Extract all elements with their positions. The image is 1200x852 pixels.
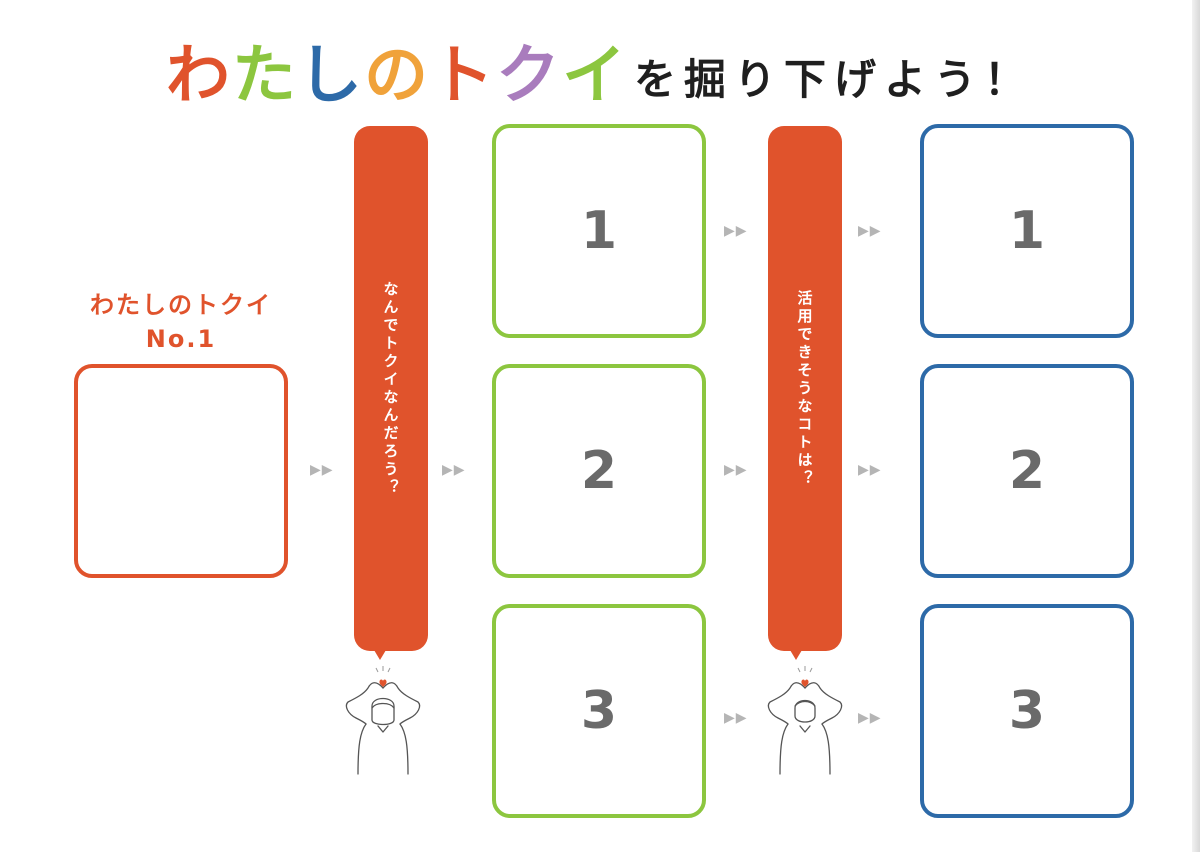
page-title: わたしのトクイを掘り下げよう！ [0,36,1200,120]
title-rest: を掘り下げよう！ [633,55,1034,104]
speech-bubble-tail-icon [374,650,386,660]
use-box-number: 1 [1008,201,1046,261]
title-char-3: し [297,39,364,113]
tokui-label: わたしのトクイ No.1 [76,288,286,356]
title-char-7: イ [561,39,628,113]
arrow-icon-7: ▶▶ [858,462,882,478]
arrow-icon-8: ▶▶ [858,710,882,726]
title-char-6: ク [495,39,562,113]
title-char-2: た [231,39,298,113]
use-box-number: 2 [1008,441,1046,501]
tokui-label-line2: No.1 [145,325,217,353]
speech-bubble-use-text: 活用できそうなコトは？ [795,289,814,488]
use-box-number: 3 [1008,681,1046,741]
use-box-1[interactable]: 1 [920,124,1134,338]
title-char-1: わ [165,39,232,113]
heart-hands-person-icon [345,666,421,775]
arrow-icon-4: ▶▶ [724,462,748,478]
page-edge-shadow [1192,0,1200,852]
arrow-icon-1: ▶▶ [310,462,334,478]
title-char-4: の [363,39,430,113]
reason-box-number: 1 [580,201,618,261]
tokui-input-box[interactable] [74,364,288,578]
speech-bubble-tail-icon [790,650,802,660]
arrow-icon-3: ▶▶ [724,223,748,239]
arrow-icon-5: ▶▶ [724,710,748,726]
reason-box-3[interactable]: 3 [492,604,706,818]
use-box-3[interactable]: 3 [920,604,1134,818]
speech-bubble-why: なんでトクイなんだろう？ [354,126,428,651]
arrow-icon-2: ▶▶ [442,462,466,478]
speech-bubble-why-text: なんでトクイなんだろう？ [381,280,400,497]
title-char-5: ト [429,39,496,113]
speech-bubble-use: 活用できそうなコトは？ [768,126,842,651]
heart-hands-person-icon [767,666,843,775]
tokui-label-line1: わたしのトクイ [90,291,272,319]
use-box-2[interactable]: 2 [920,364,1134,578]
reason-box-number: 2 [580,441,618,501]
reason-box-2[interactable]: 2 [492,364,706,578]
reason-box-1[interactable]: 1 [492,124,706,338]
reason-box-number: 3 [580,681,618,741]
arrow-icon-6: ▶▶ [858,223,882,239]
